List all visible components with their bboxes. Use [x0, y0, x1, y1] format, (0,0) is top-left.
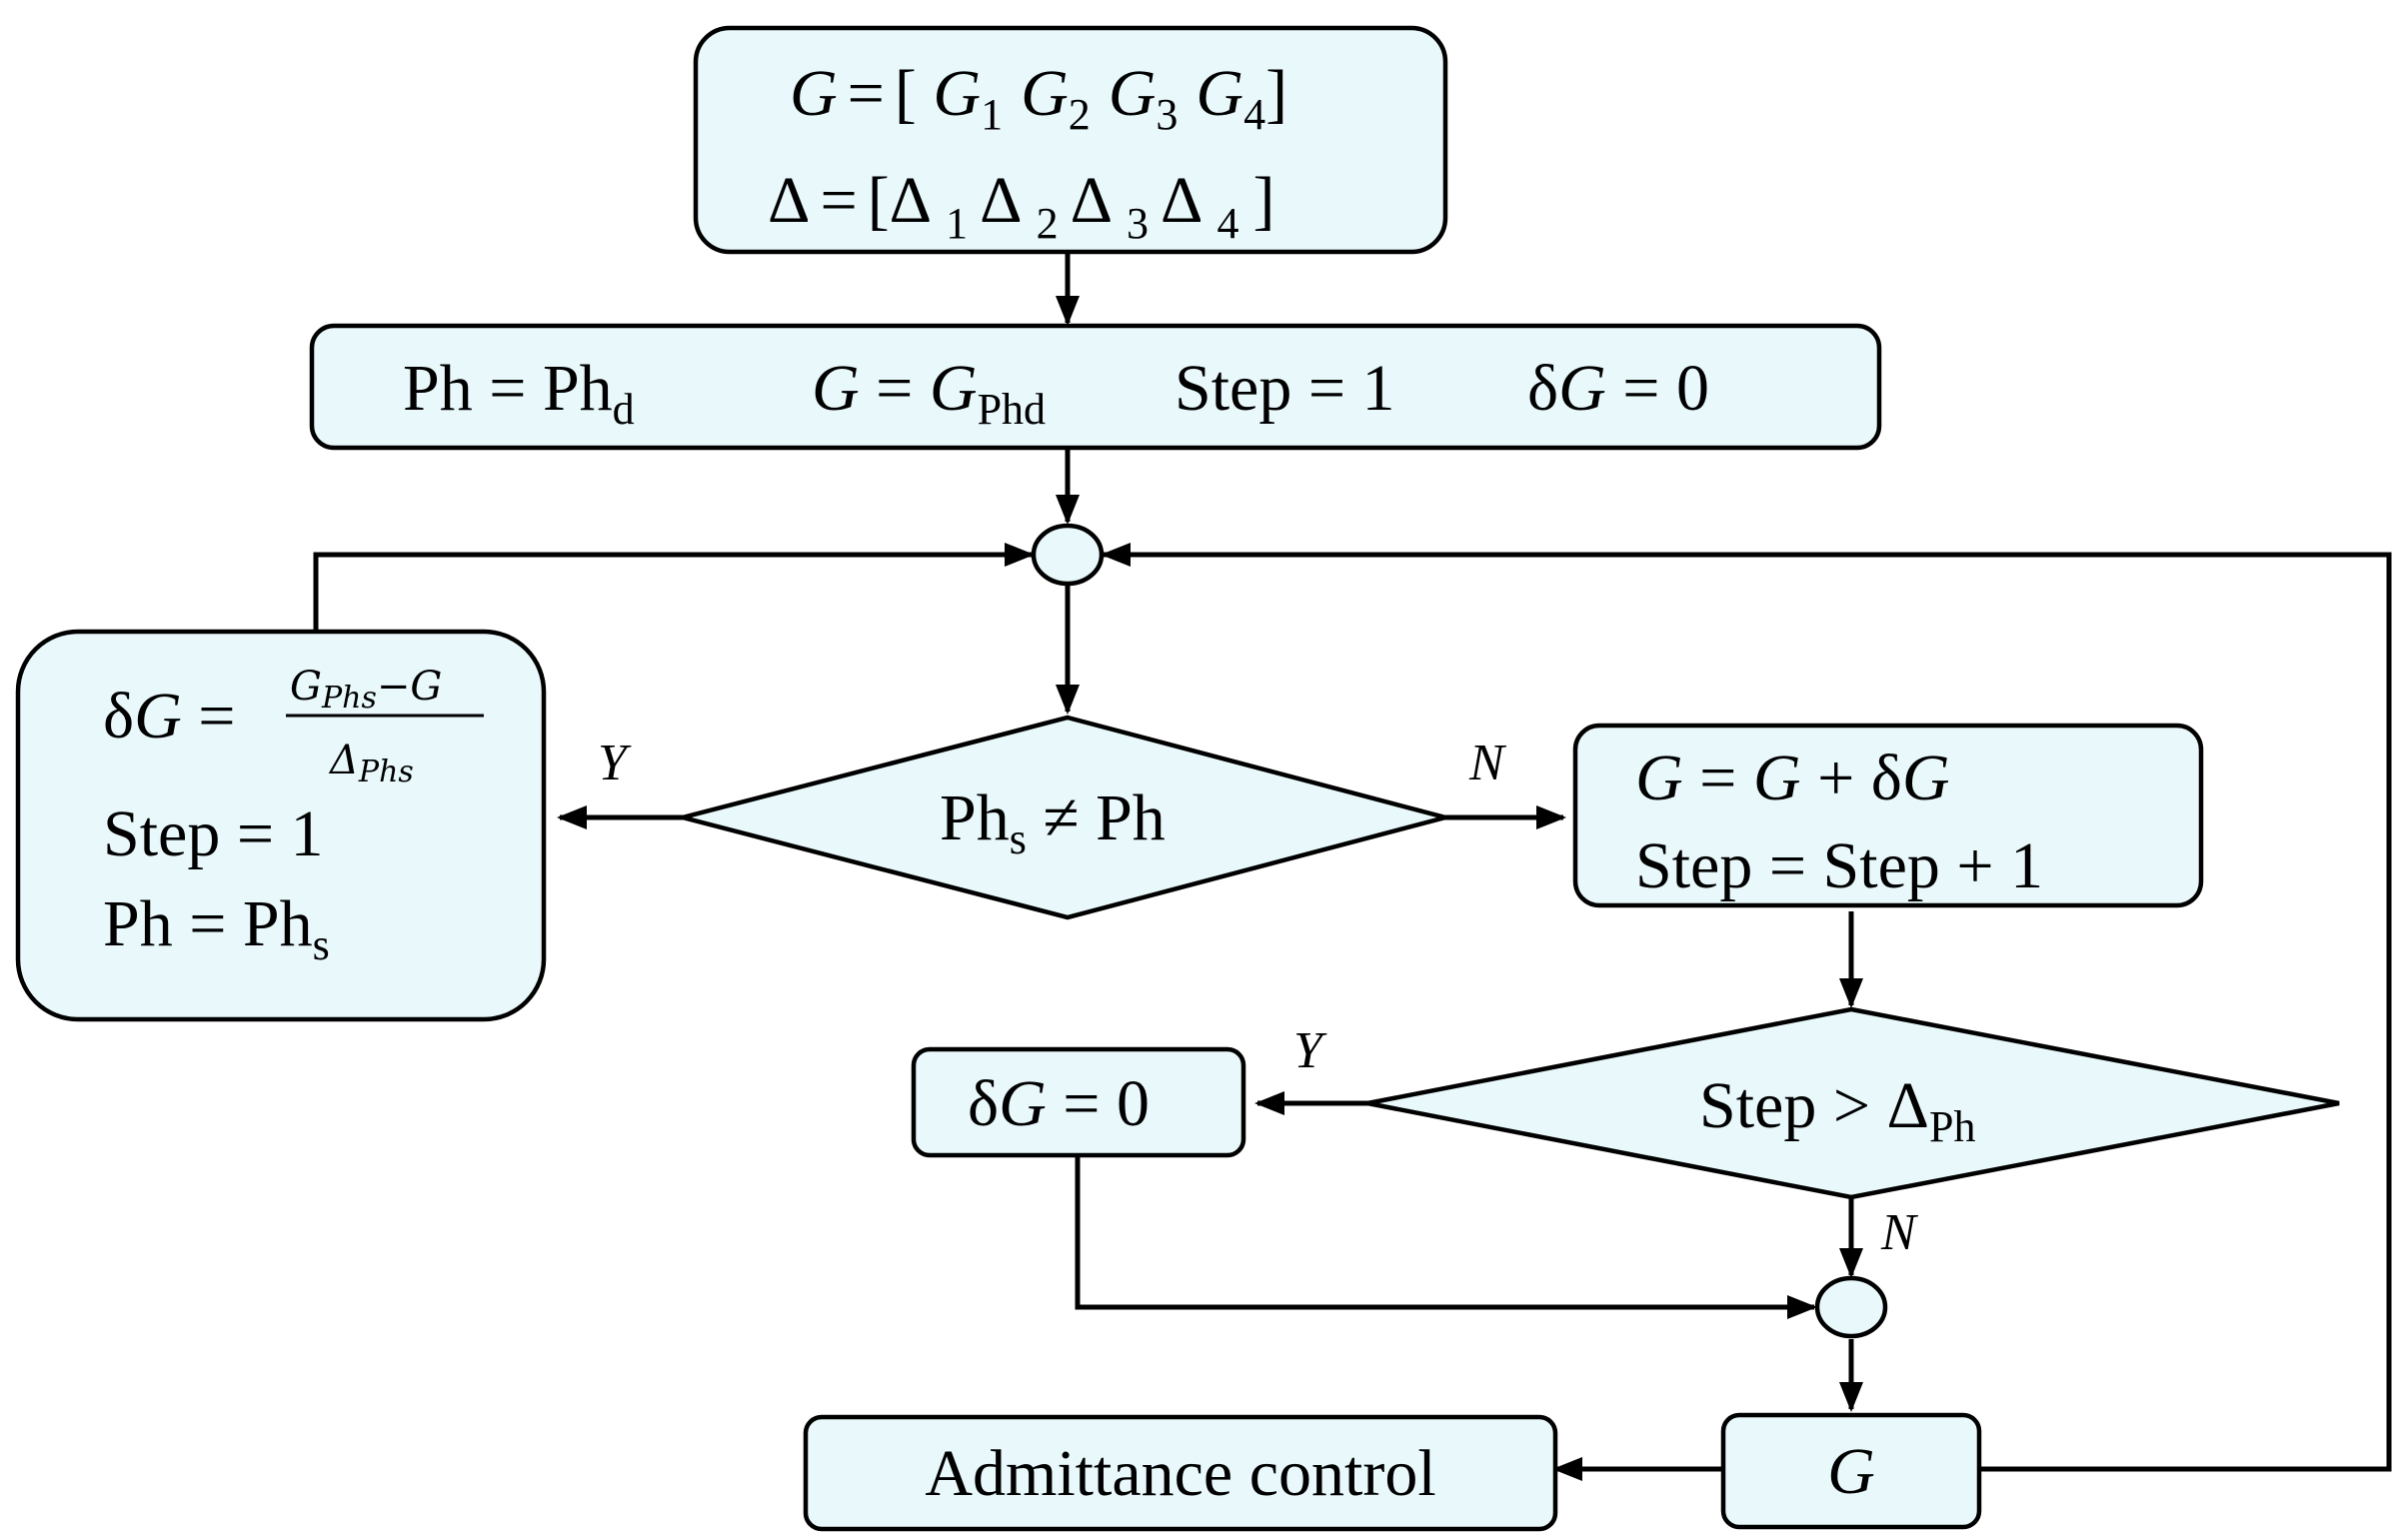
update-box-frame	[15, 629, 547, 1022]
increment-box-frame	[1572, 723, 2204, 908]
setup-g: G = GPhd	[812, 352, 1046, 434]
decision2-diamond	[1366, 1006, 2340, 1200]
arrow-output-loop	[1101, 543, 2392, 1472]
reset-text: δG = 0	[968, 1067, 1150, 1140]
setup-step: Step = 1	[1175, 352, 1395, 425]
update-ph: Ph = Phs	[103, 887, 330, 969]
output-box-frame	[1720, 1412, 1982, 1530]
arrow-reset-to-junction	[1075, 1155, 1817, 1319]
setup-ph: Ph = Phd	[403, 352, 635, 434]
increment-line2: Step = Step + 1	[1635, 829, 2043, 902]
init-box-frame	[693, 25, 1448, 255]
decision1-no-label: N	[1468, 735, 1507, 791]
reset-box-frame	[911, 1046, 1246, 1158]
junction-bottom	[1814, 1275, 1888, 1339]
setup-box-frame	[309, 323, 1882, 451]
decision2-yes-label: Y	[1293, 1022, 1327, 1079]
control-box: Admittance control	[803, 1414, 1558, 1532]
reset-box: δG = 0	[911, 1046, 1246, 1158]
increment-box: G = G + δG Step = Step + 1	[1572, 723, 2204, 908]
decision2-text: Step > ΔPh	[1699, 1069, 1976, 1151]
decision-phase-change: Phs ≠ Ph Y N	[598, 715, 1507, 920]
connectors	[313, 252, 2392, 1481]
setup-dg: δG = 0	[1527, 352, 1709, 425]
control-box-frame	[803, 1414, 1558, 1532]
update-box: δG = GPhs−G ΔPhs Step = 1 Ph = Phs	[15, 629, 547, 1022]
update-fraction-numerator: GPhs−G	[290, 664, 442, 716]
decision1-text: Phs ≠ Ph	[940, 781, 1166, 863]
update-step: Step = 1	[103, 797, 324, 870]
output-text: G	[1827, 1435, 1875, 1508]
increment-line1: G = G + δG	[1635, 742, 1950, 814]
update-dg-lhs: δG =	[103, 680, 236, 753]
output-box: G	[1720, 1412, 1982, 1530]
update-fraction-denominator: ΔPhs	[328, 738, 414, 789]
junction-top	[1031, 523, 1105, 587]
decision1-diamond	[674, 715, 1454, 920]
control-text: Admittance control	[925, 1437, 1435, 1510]
arrow-update-loop	[313, 543, 1035, 632]
decision2-no-label: N	[1880, 1204, 1919, 1261]
decision-step-limit: Step > ΔPh Y N	[1293, 1006, 2340, 1261]
decision1-yes-label: Y	[598, 735, 632, 791]
setup-box: Ph = Phd G = GPhd Step = 1 δG = 0	[309, 323, 1882, 451]
